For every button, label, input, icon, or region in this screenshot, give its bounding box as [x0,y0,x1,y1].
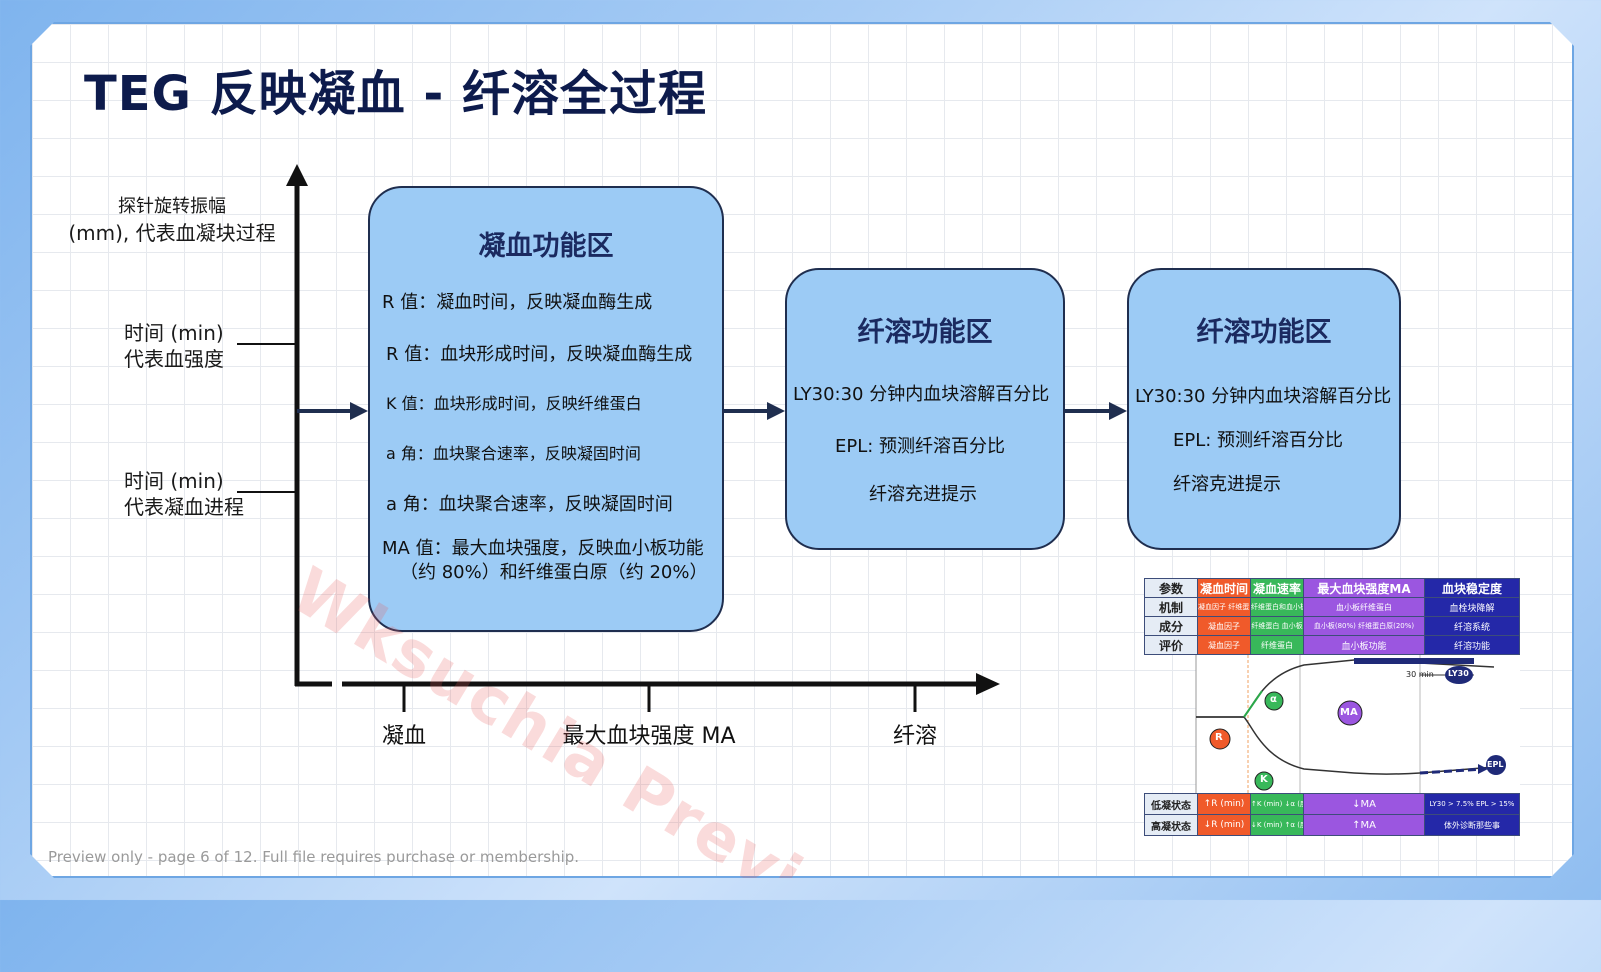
x-tick-ma: 最大血块强度 MA [562,724,736,749]
box1-line-5: a 角：血块聚合速率，反映凝固时间 [386,494,673,515]
curve-label-epl: EPL [1487,760,1504,769]
y-axis-label-line1: 探针旋转振幅 [118,196,226,217]
fibrinolysis-heading-2: 纤溶功能区 [1196,317,1332,348]
inset-row-hyper: 高凝状态 ↓R (min) ↓K (min) ↑α (度) ↑MA 体外诊断那些… [1145,815,1520,836]
box1-line-7: （约 80%）和纤维蛋白原（约 20%） [400,562,708,583]
inset-cell: 体外诊断那些事 [1425,815,1520,836]
box3-line-1: LY30:30 分钟内血块溶解百分比 [1135,386,1392,407]
inset-cell: 纤溶功能 [1425,636,1520,655]
strength-label-line2: 代表血强度 [124,347,224,371]
inset-cell: 凝血因子 [1198,636,1251,655]
inset-row: 评价 凝血因子 纤维蛋白 血小板功能 纤溶功能 [1145,636,1520,655]
inset-row-hypo: 低凝状态 ↑R (min) ↑K (min) ↓α (度) ↓MA LY30 >… [1145,794,1520,815]
inset-row-label: 机制 [1145,598,1198,617]
inset-row-label: 高凝状态 [1145,815,1198,836]
inset-header-cell: 凝血时间 [1198,579,1251,598]
strength-label-line1: 时间 (min) [124,321,224,345]
inset-cell: LY30 > 7.5% EPL > 15% [1425,794,1520,815]
inset-cell: 纤维蛋白 血小板 [1251,617,1304,636]
inset-header-row: 参数 凝血时间 凝血速率 最大血块强度MA 血块稳定度 [1145,579,1520,598]
box2-line-2: EPL: 预测纤溶百分比 [835,436,1006,457]
box3-line-3: 纤溶克进提示 [1173,474,1281,495]
page-title: TEG 反映凝血 - 纤溶全过程 [84,66,707,122]
coagulation-heading: 凝血功能区 [478,231,614,262]
box1-line-3: K 值：血块形成时间，反映纤维蛋白 [386,394,642,413]
inset-row-label: 低凝状态 [1145,794,1198,815]
preview-footer: Preview only - page 6 of 12. Full file r… [48,848,580,866]
inset-cell: ↑R (min) [1198,794,1251,815]
axes [32,24,1572,876]
x-tick-coagulation: 凝血 [381,724,426,749]
inset-row: 机制 凝血因子 纤维蛋白原 纤维蛋白和血小板 血小板纤维蛋白 血栓块降解 [1145,598,1520,617]
curve-label-k: K [1260,774,1268,785]
inset-cell: ↑MA [1304,815,1425,836]
slide-canvas: TEG 反映凝血 - 纤溶全过程 探针旋转振幅 (mm), 代表血凝块过程 时间… [30,22,1574,878]
inset-header-cell: 凝血速率 [1251,579,1304,598]
x-tick-fibrinolysis: 纤溶 [892,724,937,749]
curve-label-time: 30 min [1406,670,1434,679]
box2-line-3: 纤溶充进提示 [869,484,977,505]
coagulation-box: 凝血功能区 R 值：凝血时间，反映凝血酶生成 R 值：血块形成时间，反映凝血酶生… [368,186,724,632]
inset-header-cell: 最大血块强度MA [1304,579,1425,598]
teg-curve-graph: R α K MA LY30 EPL 30 min [1144,655,1520,793]
coag-label: 时间 (min) 代表凝血进程 [124,468,244,520]
inset-cell: 纤维蛋白 [1251,636,1304,655]
inset-cell: ↓R (min) [1198,815,1251,836]
inset-top-table: 参数 凝血时间 凝血速率 最大血块强度MA 血块稳定度 机制 凝血因子 纤维蛋白… [1144,578,1520,655]
inset-cell: 血小板纤维蛋白 [1304,598,1425,617]
inset-cell: 凝血因子 [1198,617,1251,636]
curve-label-r: R [1215,732,1223,743]
y-axis-label: 探针旋转振幅 (mm), 代表血凝块过程 [64,194,280,246]
coag-label-line2: 代表凝血进程 [124,495,244,519]
box1-line-2: R 值：血块形成时间，反映凝血酶生成 [386,344,693,365]
fibrinolysis-heading-1: 纤溶功能区 [857,317,993,348]
inset-row: 成分 凝血因子 纤维蛋白 血小板 血小板(80%) 纤维蛋白原(20%) 纤溶系… [1145,617,1520,636]
curve-label-ma: MA [1340,707,1358,718]
strength-label: 时间 (min) 代表血强度 [124,320,224,372]
coag-label-line1: 时间 (min) [124,469,224,493]
fibrinolysis-box-1: 纤溶功能区 LY30:30 分钟内血块溶解百分比 EPL: 预测纤溶百分比 纤溶… [785,268,1065,550]
curve-label-ly30: LY30 [1448,669,1469,678]
inset-cell: 凝血因子 纤维蛋白原 [1198,598,1251,617]
inset-row-label: 成分 [1145,617,1198,636]
fibrinolysis-box-2: 纤溶功能区 LY30:30 分钟内血块溶解百分比 EPL: 预测纤溶百分比 纤溶… [1127,268,1401,550]
inset-cell: ↓MA [1304,794,1425,815]
y-axis-label-line2: (mm), 代表血凝块过程 [68,221,276,245]
box1-line-4: a 角：血块聚合速率，反映凝固时间 [386,444,641,463]
teg-curve [1144,655,1520,793]
inset-cell: 血小板(80%) 纤维蛋白原(20%) [1304,617,1425,636]
curve-label-alpha: α [1270,694,1277,705]
inset-bottom-table: 低凝状态 ↑R (min) ↑K (min) ↓α (度) ↓MA LY30 >… [1144,793,1520,836]
box2-line-1: LY30:30 分钟内血块溶解百分比 [793,384,1050,405]
inset-row-label: 评价 [1145,636,1198,655]
box1-line-6: MA 值：最大血块强度，反映血小板功能 [382,538,704,559]
inset-cell: ↓K (min) ↑α (度) [1251,815,1304,836]
teg-parameter-inset: 参数 凝血时间 凝血速率 最大血块强度MA 血块稳定度 机制 凝血因子 纤维蛋白… [1144,578,1520,836]
box3-line-2: EPL: 预测纤溶百分比 [1173,430,1344,451]
inset-cell: 纤溶系统 [1425,617,1520,636]
inset-header-cell: 血块稳定度 [1425,579,1520,598]
inset-header-cell: 参数 [1145,579,1198,598]
inset-cell: 血栓块降解 [1425,598,1520,617]
inset-cell: 纤维蛋白和血小板 [1251,598,1304,617]
inset-cell: 血小板功能 [1304,636,1425,655]
box1-line-1: R 值：凝血时间，反映凝血酶生成 [382,292,653,313]
inset-cell: ↑K (min) ↓α (度) [1251,794,1304,815]
